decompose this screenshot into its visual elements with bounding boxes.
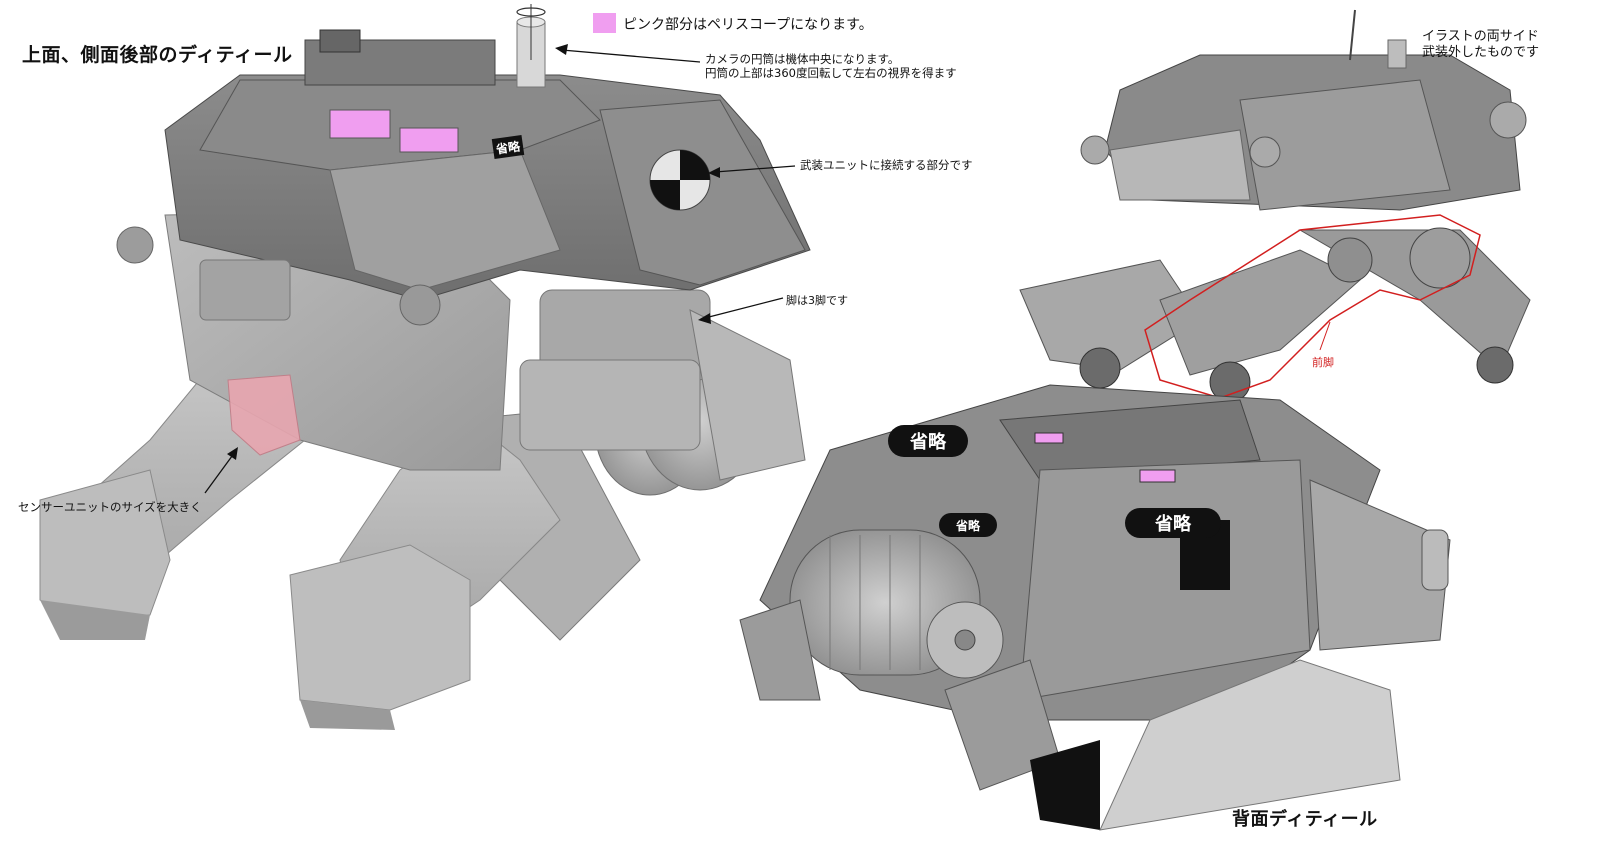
mech-right-unarmed-view: [1019, 9, 1531, 403]
illust-note-line1: イラストの両サイド: [1422, 29, 1539, 44]
sensor-note: センサーユニットのサイズを大きく: [18, 500, 202, 514]
periscope-window-back-1: [1034, 432, 1064, 444]
camera-note-line2: 円筒の上部は360度回転して左右の視界を得ます: [705, 66, 957, 80]
title-top-side-detail: 上面、側面後部のディティール: [22, 44, 293, 66]
periscope-window-2: [399, 127, 459, 153]
crosshair-target-icon: [649, 149, 711, 211]
camera-note-line1: カメラの円筒は機体中央になります。: [705, 52, 900, 66]
omit-badge-back-2: 省略: [939, 513, 997, 537]
sensor-unit: [227, 374, 301, 456]
front-leg-label: 前脚: [1312, 356, 1334, 369]
omit-badge-back-3: 省略: [1125, 508, 1221, 538]
illust-note-line2: 武装外したものです: [1422, 45, 1540, 60]
title-back-detail: 背面ディティール: [1232, 809, 1378, 830]
omit-badge-main: 省略: [491, 135, 525, 159]
pink-legend-swatch: [593, 13, 616, 33]
pink-legend-note: ピンク部分はペリスコープになります。: [623, 17, 873, 33]
periscope-window-1: [329, 109, 391, 139]
periscope-window-back-2: [1139, 469, 1176, 483]
legs-note: 脚は3脚です: [786, 294, 848, 307]
weapon-connect-note: 武装ユニットに接続する部分です: [800, 158, 973, 172]
mech-left-view: [39, 4, 811, 730]
omit-badge-back-1: 省略: [888, 425, 968, 457]
rotation-arrow-icon: [516, 4, 546, 60]
mech-back-view: [739, 384, 1451, 831]
